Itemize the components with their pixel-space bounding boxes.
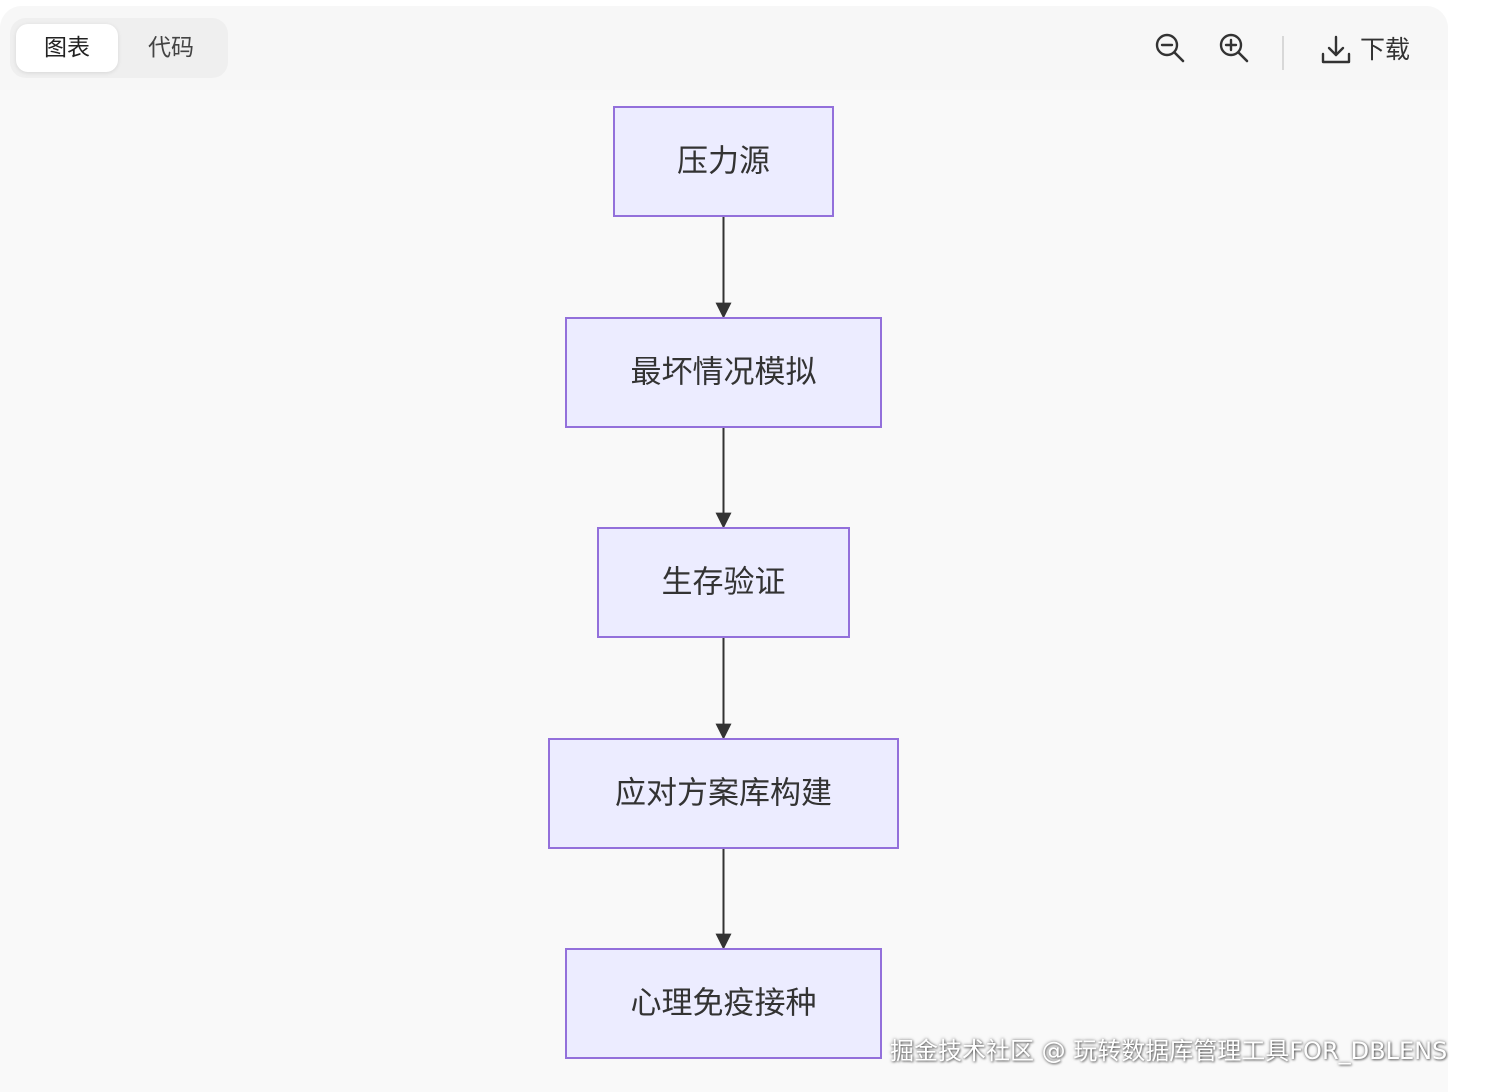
zoom-out-icon [1155, 33, 1185, 63]
node-coping-plan-library[interactable]: 应对方案库构建 [548, 738, 899, 849]
toolbar-divider [1282, 36, 1284, 70]
zoom-out-button[interactable] [1152, 30, 1188, 66]
node-psychological-inoculation[interactable]: 心理免疫接种 [565, 948, 882, 1059]
node-label: 应对方案库构建 [615, 776, 832, 812]
node-worst-case-simulation[interactable]: 最坏情况模拟 [565, 317, 882, 428]
watermark: 掘金技术社区 @ 玩转数据库管理工具FOR_DBLENS [890, 1037, 1448, 1065]
view-tab-group: 图表 代码 [10, 18, 228, 78]
node-label: 压力源 [677, 144, 770, 180]
tab-code[interactable]: 代码 [148, 35, 194, 61]
download-label: 下载 [1360, 35, 1411, 64]
download-button[interactable]: 下载 [1316, 30, 1420, 70]
node-label: 最坏情况模拟 [631, 355, 817, 391]
node-label: 心理免疫接种 [631, 986, 817, 1022]
zoom-in-icon [1219, 33, 1249, 63]
node-label: 生存验证 [662, 565, 786, 601]
tab-chart[interactable]: 图表 [16, 24, 118, 72]
download-icon [1321, 35, 1351, 64]
node-stressor[interactable]: 压力源 [613, 106, 834, 217]
node-survival-verification[interactable]: 生存验证 [597, 527, 850, 638]
zoom-in-button[interactable] [1216, 30, 1252, 66]
toolbar: 图表 代码 下载 [0, 6, 1448, 90]
